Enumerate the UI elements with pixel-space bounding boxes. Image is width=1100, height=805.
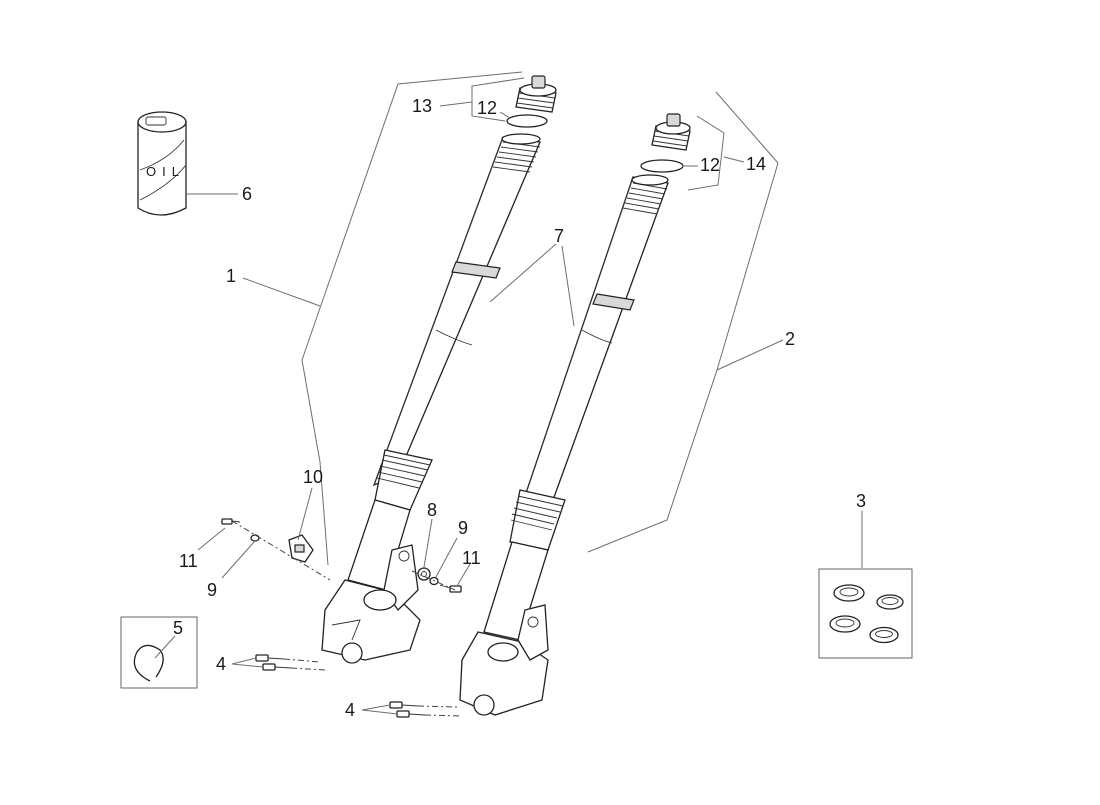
bushing-8 [417,567,431,581]
left-o-ring [506,114,548,128]
callout-2: 2 [785,329,795,349]
right-top-cap [651,113,691,151]
left-washer-9 [250,534,260,542]
seal-ring-1 [833,584,865,602]
callout-11-left: 11 [179,551,198,571]
callout-8: 8 [427,500,437,520]
seal-ring-2 [876,594,904,610]
bolts-4-left [255,654,326,671]
callout-1: 1 [226,266,236,286]
seal-kit [818,568,913,659]
callout-14: 14 [746,154,766,174]
callouts: 1 2 3 4 4 5 6 7 8 9 9 10 11 11 12 12 13 … [173,96,866,720]
callout-9-right: 9 [458,518,468,538]
oil-can: OIL [137,111,187,216]
callout-4-left: 4 [216,654,226,674]
seal-ring-4 [869,626,899,644]
callout-6: 6 [242,184,252,204]
sensor-10 [288,534,314,563]
right-dashdot-axis [411,570,456,591]
callout-12-left: 12 [477,98,497,118]
callout-3: 3 [856,491,866,511]
oil-can-text: OIL [146,164,185,179]
callout-7: 7 [554,226,564,246]
callout-12-right: 12 [700,155,720,175]
right-screw-11 [439,584,462,593]
left-fork-leg [321,133,541,664]
callout-10: 10 [303,467,323,487]
right-fork-leg [459,174,669,716]
circlip-box [120,616,198,689]
callout-9-left: 9 [207,580,217,600]
callout-11-right: 11 [462,548,481,568]
seal-ring-3 [829,615,861,633]
bolts-4-right [389,701,463,718]
callout-4-right: 4 [345,700,355,720]
leader-lines [154,71,863,715]
left-screw-11 [221,518,241,525]
left-top-cap [515,75,557,113]
left-dashdot-axis [231,520,331,581]
callout-5: 5 [173,618,183,638]
callout-13: 13 [412,96,432,116]
right-o-ring [640,159,684,173]
